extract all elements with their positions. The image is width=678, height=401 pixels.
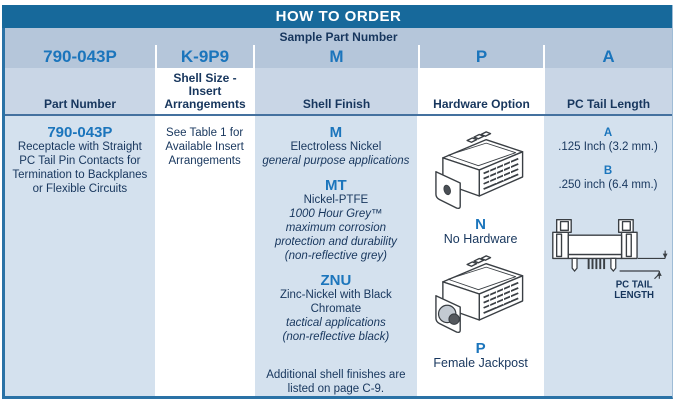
finish-note: tactical applications [286, 317, 386, 329]
hardware-option-p: P Female Jackpost [419, 250, 542, 370]
shell-finish-cell: M Electroless Nickel general purpose app… [252, 116, 418, 396]
part-number-cell: 790-043P Receptacle with Straight PC Tai… [5, 116, 155, 396]
table-title-bar: HOW TO ORDER [2, 5, 672, 28]
diagram-label-pc-tail: PC TAIL [616, 279, 653, 290]
part-number-code: 790-043P [47, 124, 113, 141]
finish-note: maximum corrosion protection and durabil… [274, 222, 397, 248]
header-shell-size: Shell Size - Insert Arrangements [155, 68, 253, 114]
pc-tail-diagram-wrap: PC TAIL LENGTH [544, 210, 672, 306]
finish-code-mt: MT [325, 177, 347, 194]
column-header-row: Part Number Shell Size - Insert Arrangem… [5, 68, 672, 116]
table-body-row: 790-043P Receptacle with Straight PC Tai… [5, 116, 672, 396]
shell-finish-footnote: Additional shell finishes are listed on … [266, 369, 406, 395]
connector-female-jackpost-image [434, 255, 523, 334]
code-part-number: 790-043P [5, 45, 155, 68]
finish-note: general purpose applications [262, 155, 410, 167]
finish-name-znu: Zinc-Nickel with Black Chromate [279, 289, 392, 315]
header-part-number: Part Number [5, 68, 155, 114]
order-table: HOW TO ORDER Sample Part Number 790-043P… [2, 5, 673, 399]
code-tail: A [543, 45, 672, 68]
part-code-row: 790-043P K-9P9 M P A [5, 45, 672, 68]
tail-name-a: .125 Inch (3.2 mm.) [558, 141, 658, 153]
finish-note: (non-reflective black) [282, 331, 390, 343]
code-shell-finish: M [253, 45, 418, 68]
hardware-option-cell: N No Hardware [417, 116, 542, 396]
sample-part-number-label: Sample Part Number [279, 29, 398, 44]
finish-code-znu: ZNU [320, 272, 352, 289]
shell-size-cell: See Table 1 for Available Insert Arrange… [154, 116, 253, 396]
hardware-code-n: N [475, 216, 487, 233]
pc-tail-length-diagram: PC TAIL LENGTH [552, 219, 668, 301]
tail-code-b: B [603, 165, 613, 177]
shell-size-note: See Table 1 for Available Insert Arrange… [165, 127, 244, 167]
table-title: HOW TO ORDER [275, 8, 402, 25]
part-number-description: Receptacle with Straight PC Tail Pin Con… [12, 141, 148, 195]
finish-code-m: M [329, 124, 343, 141]
finish-option-mt: MT Nickel-PTFE 1000 Hour Grey™ maximum c… [255, 177, 418, 263]
code-shell-size: K-9P9 [155, 45, 253, 68]
finish-name-mt: Nickel-PTFE [303, 194, 369, 206]
finish-option-znu: ZNU Zinc-Nickel with Black Chromate tact… [255, 272, 418, 344]
tail-name-b: .250 inch (6.4 mm.) [558, 179, 658, 191]
finish-name-m: Electroless Nickel [290, 141, 382, 153]
finish-option-m: M Electroless Nickel general purpose app… [255, 124, 418, 168]
hardware-code-p: P [475, 340, 486, 357]
code-hardware: P [418, 45, 543, 68]
hardware-name-n: No Hardware [443, 232, 518, 246]
hardware-option-n: N No Hardware [419, 126, 542, 246]
connector-no-hardware-image [434, 131, 523, 210]
finish-note: 1000 Hour Grey™ [289, 208, 383, 220]
header-pc-tail-length: PC Tail Length [543, 68, 672, 114]
pc-tail-length-cell: A .125 Inch (3.2 mm.) B .250 inch (6.4 m… [541, 116, 672, 396]
header-shell-finish: Shell Finish [253, 68, 418, 114]
header-hardware-option: Hardware Option [418, 68, 543, 114]
hardware-name-p: Female Jackpost [433, 356, 528, 370]
tail-code-a: A [603, 127, 613, 139]
finish-note: (non-reflective grey) [284, 250, 387, 262]
tail-option-a: A .125 Inch (3.2 mm.) [544, 126, 672, 154]
tail-option-b: B .250 inch (6.4 mm.) [544, 164, 672, 192]
diagram-label-length: LENGTH [614, 290, 654, 301]
sample-part-number-row: Sample Part Number [5, 28, 672, 45]
